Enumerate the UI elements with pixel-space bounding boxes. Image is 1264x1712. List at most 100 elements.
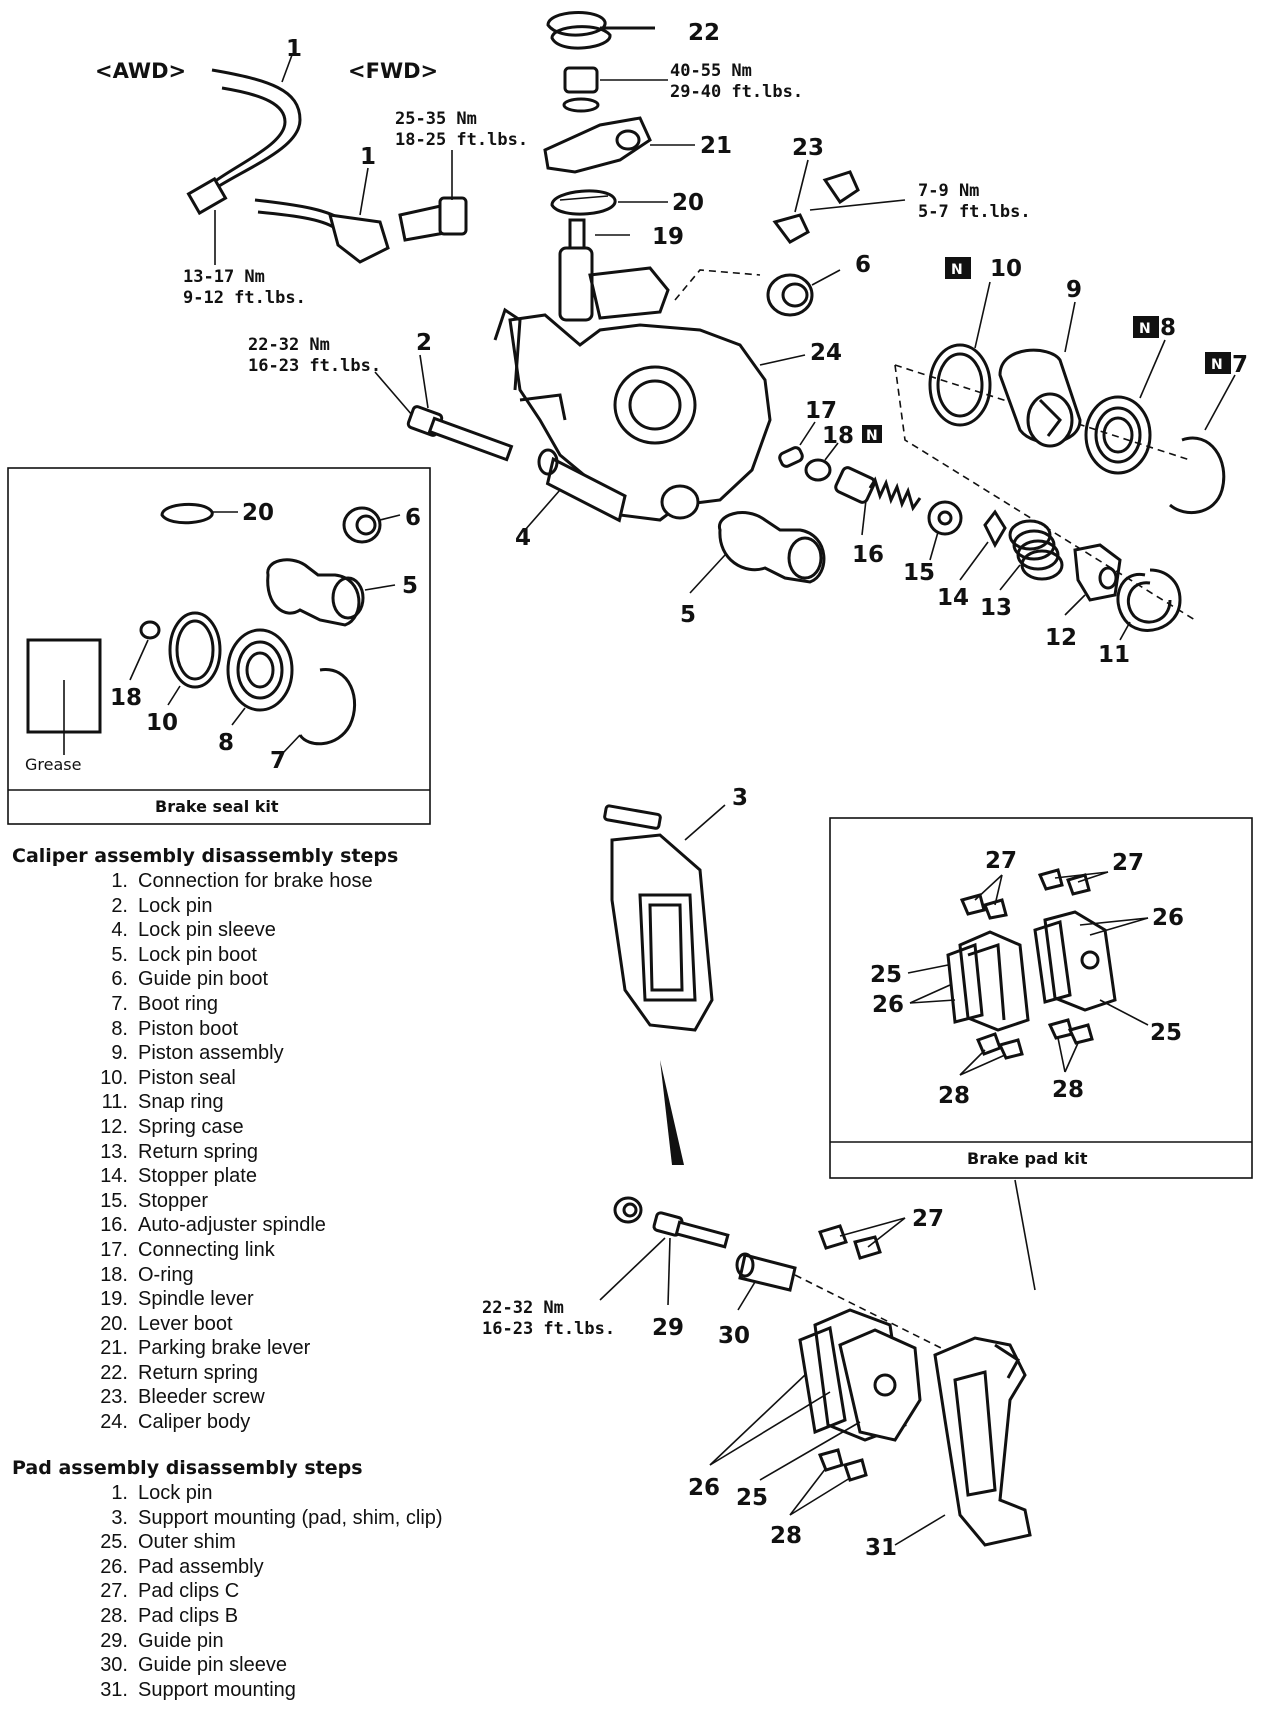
piston-boot-part [1084, 395, 1152, 475]
step-number: 24. [100, 1411, 128, 1434]
banjo-bolt [398, 196, 468, 242]
pad-kit-callout-25a: 25 [870, 962, 902, 988]
seal-kit-title: Brake seal kit [155, 797, 279, 816]
step-number: 20. [100, 1312, 128, 1335]
caliper-steps-heading: Caliper assembly disassembly steps [12, 845, 399, 867]
list-item: 24. Caliper body [8, 1410, 568, 1435]
seal-kit-callout-7: 7 [270, 748, 286, 774]
torque-lockpin-nm: 22-32 Nm [248, 335, 330, 355]
step-number: 5. [111, 943, 128, 966]
list-item: 9.Piston assembly [8, 1041, 568, 1066]
n-mark-7: N [1211, 357, 1223, 373]
pad-steps-list: 1.Lock pin 3.Support mounting (pad, shim… [8, 1481, 568, 1702]
callout-26: 26 [688, 1475, 720, 1501]
torque-bleeder-nm: 7-9 Nm [918, 181, 979, 201]
step-text: Lock pin [138, 894, 213, 917]
step-number: 22. [100, 1361, 128, 1384]
pad-steps-section: Pad assembly disassembly steps 1.Lock pi… [8, 1457, 568, 1702]
boot-ring-part [1169, 436, 1226, 514]
step-text: Piston boot [138, 1017, 239, 1040]
step-number: 7. [111, 992, 128, 1015]
callout-2: 2 [416, 330, 432, 356]
pad-kit-callout-27a: 27 [985, 848, 1017, 874]
step-text: Support mounting [138, 1678, 296, 1701]
list-item: 10.Piston seal [8, 1066, 568, 1091]
seal-kit-callout-8: 8 [218, 730, 234, 756]
callout-6: 6 [855, 252, 871, 278]
list-item: 5.Lock pin boot [8, 943, 568, 968]
awd-label: <AWD> [95, 59, 186, 83]
torque-hose-ftlbs: 9-12 ft.lbs. [183, 288, 306, 308]
seal-kit-callout-6: 6 [405, 505, 421, 531]
callout-29: 29 [652, 1315, 684, 1341]
lock-pin-boot-part [718, 511, 826, 584]
auto-adjuster-spindle-part [834, 466, 922, 512]
step-text: Boot ring [138, 992, 219, 1015]
callout-21: 21 [700, 133, 732, 159]
callout-25: 25 [736, 1485, 768, 1511]
list-item: 1.Connection for brake hose [8, 869, 568, 894]
callout-7: 7 [1232, 352, 1248, 378]
seal-kit-callout-20: 20 [242, 500, 274, 526]
callout-8: 8 [1160, 315, 1176, 341]
callout-30: 30 [718, 1323, 750, 1349]
callout-12: 12 [1045, 625, 1077, 651]
step-text: Spring case [138, 1115, 244, 1138]
step-number: 23. [100, 1386, 128, 1409]
seal-kit-callout-5: 5 [402, 573, 418, 599]
callout-18: 18 [822, 423, 854, 449]
step-number: 17. [100, 1238, 128, 1261]
pad-clips-b-part [817, 1448, 868, 1482]
step-text: Snap ring [138, 1091, 224, 1114]
callout-10: 10 [990, 256, 1022, 282]
callout-9: 9 [1066, 277, 1082, 303]
step-text: Pad clips B [138, 1604, 239, 1627]
parking-brake-lever-part [543, 116, 652, 174]
step-text: Support mounting (pad, shim, clip) [138, 1506, 443, 1529]
step-text: Pad assembly [138, 1555, 264, 1578]
list-item: 29.Guide pin [8, 1629, 568, 1654]
callout-13: 13 [980, 595, 1012, 621]
step-text: Connecting link [138, 1238, 275, 1261]
connecting-link-part [778, 446, 804, 468]
step-text: Outer shim [138, 1531, 236, 1554]
callout-1-fwd: 1 [360, 144, 376, 170]
callout-28: 28 [770, 1523, 802, 1549]
n-mark-10: N [951, 262, 963, 278]
step-text: Lever boot [138, 1312, 233, 1335]
callout-31: 31 [865, 1535, 897, 1561]
torque-lever-ftlbs: 29-40 ft.lbs. [670, 82, 803, 102]
list-item: 30.Guide pin sleeve [8, 1653, 568, 1678]
list-item: 15.Stopper [8, 1189, 568, 1214]
step-text: Caliper body [138, 1411, 251, 1434]
pad-assembly-part [798, 1308, 922, 1442]
lock-pin-part [406, 405, 514, 462]
torque-hose-nm: 13-17 Nm [183, 267, 265, 287]
list-item: 19.Spindle lever [8, 1287, 568, 1312]
stopper-plate-part [983, 509, 1007, 549]
list-item: 12. Spring case [8, 1115, 568, 1140]
step-number: 28. [100, 1604, 128, 1627]
list-item: 6.Guide pin boot [8, 967, 568, 992]
o-ring-part [804, 458, 832, 482]
step-text: Lock pin sleeve [138, 919, 276, 942]
pad-steps-heading: Pad assembly disassembly steps [12, 1457, 363, 1479]
support-mounting-assembly-part [603, 804, 714, 1032]
pad-kit-title: Brake pad kit [967, 1149, 1088, 1168]
callout-11: 11 [1098, 642, 1130, 668]
list-item: 21.Parking brake lever [8, 1336, 568, 1361]
step-number: 12. [100, 1115, 128, 1138]
list-item: 13.Return spring [8, 1140, 568, 1165]
piston-assembly-part [998, 348, 1082, 448]
step-number: 21. [100, 1337, 128, 1360]
step-number: 31. [100, 1678, 128, 1701]
piston-seal-part [928, 343, 992, 427]
step-number: 15. [100, 1189, 128, 1212]
grease-label: Grease [25, 755, 81, 774]
guide-pin-part [652, 1211, 730, 1249]
pad-kit-callout-28a: 28 [938, 1083, 970, 1109]
step-text: Piston seal [138, 1066, 236, 1089]
callout-24: 24 [810, 340, 842, 366]
pad-kit-callout-26a: 26 [1152, 905, 1184, 931]
guide-pin-sleeve-part [735, 1252, 797, 1292]
